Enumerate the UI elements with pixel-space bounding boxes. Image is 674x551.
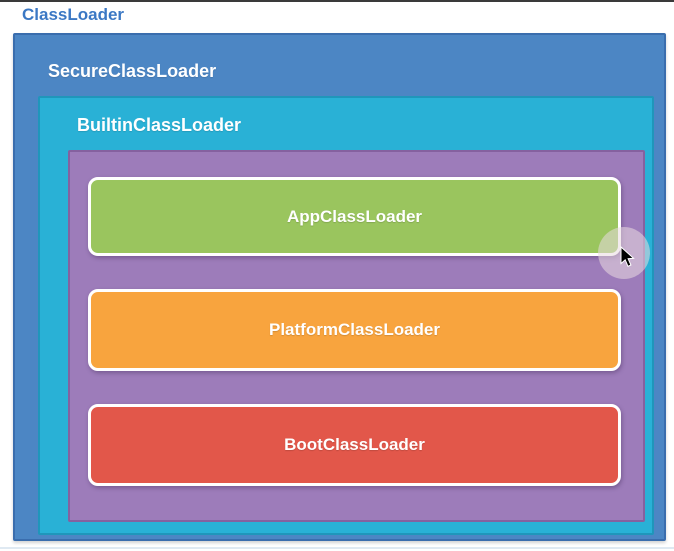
secureclassloader-label: SecureClassLoader — [48, 61, 217, 81]
pointer-cursor-icon — [619, 245, 635, 273]
bottom-divider-line — [0, 547, 674, 549]
appclassloader-label: AppClassLoader — [286, 206, 423, 226]
platformclassloader-label: PlatformClassLoader — [269, 320, 440, 339]
diagram-title: ClassLoader — [22, 5, 125, 24]
loader-box-bootclassloader: BootClassLoader — [88, 404, 621, 486]
bootclassloader-label: BootClassLoader — [284, 435, 425, 454]
builtinclassloader-label: BuiltinClassLoader — [77, 115, 242, 135]
loader-box-platformclassloader: PlatformClassLoader — [88, 289, 621, 371]
loader-box-appclassloader: AppClassLoader — [88, 177, 621, 256]
top-edge-bar — [0, 0, 674, 2]
